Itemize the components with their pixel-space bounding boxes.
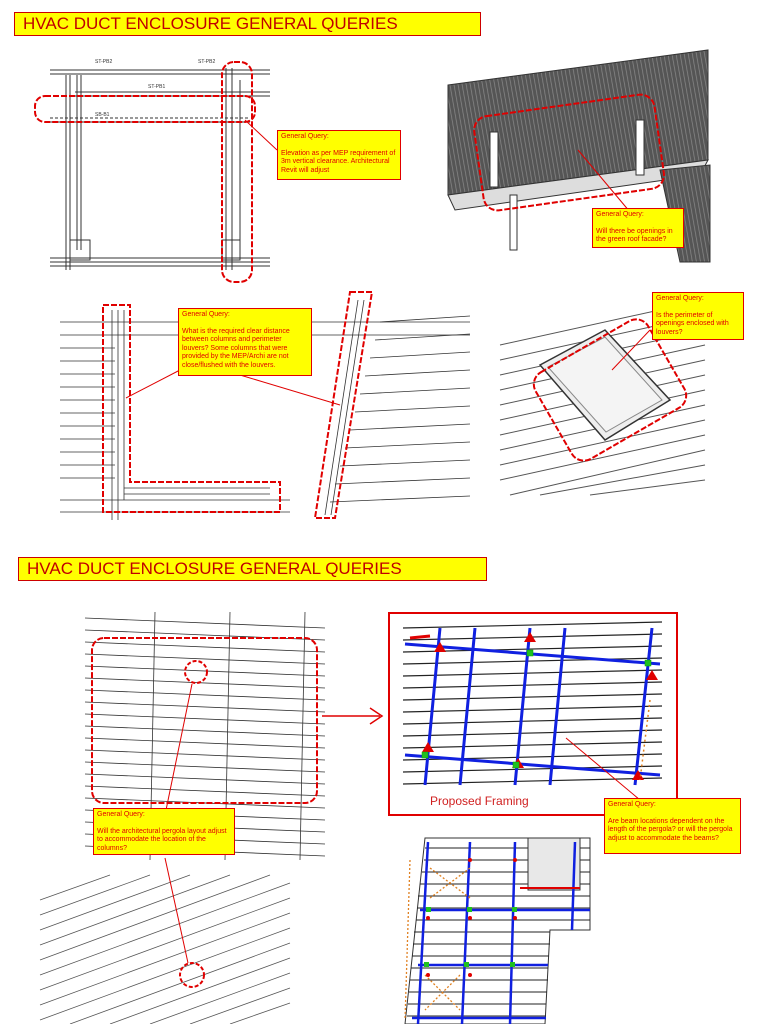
query-callout-clear-distance: General Query: What is the required clea… <box>178 308 312 376</box>
callout-title: General Query: <box>596 211 644 218</box>
label-sbb1: SB-B1 <box>95 112 110 118</box>
label-stpb2-a: ST-PB2 <box>95 59 113 65</box>
callout-title: General Query: <box>182 311 230 318</box>
proposed-framing-label: Proposed Framing <box>430 794 529 808</box>
query-callout-clearance: General Query: Elevation as per MEP requ… <box>277 130 401 180</box>
callout-body: Is the perimeter of openings enclosed wi… <box>656 311 729 336</box>
query-callout-green-roof: General Query: Will there be openings in… <box>592 208 684 248</box>
callout-title: General Query: <box>608 801 656 808</box>
label-stpb1: ST-PB1 <box>148 84 166 90</box>
query-callout-beam-locations: General Query: Are beam locations depend… <box>604 798 741 854</box>
callout-title: General Query: <box>656 295 704 302</box>
callout-body: Are beam locations dependent on the leng… <box>608 817 733 842</box>
callout-body: What is the required clear distance betw… <box>182 327 290 369</box>
page2-title: HVAC DUCT ENCLOSURE GENERAL QUERIES <box>18 557 487 581</box>
callout-title: General Query: <box>281 133 329 140</box>
callout-body: Will the architectural pergola layout ad… <box>97 827 227 852</box>
query-callout-opening-perimeter: General Query: Is the perimeter of openi… <box>652 292 744 340</box>
page1-title: HVAC DUCT ENCLOSURE GENERAL QUERIES <box>14 12 481 36</box>
label-stpb2-b: ST-PB2 <box>198 59 216 65</box>
callout-body: Elevation as per MEP requirement of 3m v… <box>281 149 396 174</box>
query-callout-pergola-layout: General Query: Will the architectural pe… <box>93 808 235 855</box>
proposed-framing-panel <box>388 612 678 816</box>
callout-title: General Query: <box>97 811 145 818</box>
callout-body: Will there be openings in the green roof… <box>596 227 673 244</box>
